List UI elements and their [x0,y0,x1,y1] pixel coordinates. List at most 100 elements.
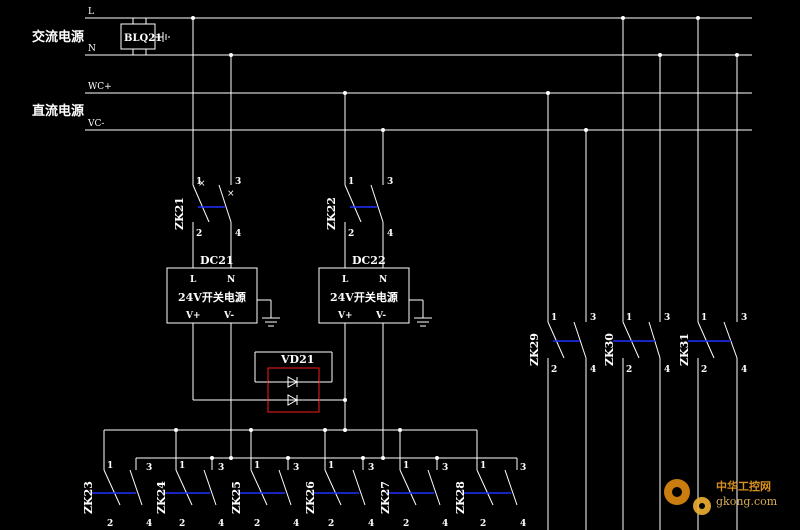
breaker-zk30: 1 3 2 4 ZK30 [603,18,670,530]
svg-text:4: 4 [368,519,374,529]
watermark-url: gkong.com [716,495,778,508]
svg-text:1: 1 [626,313,632,323]
svg-text:2: 2 [328,519,334,529]
svg-text:2: 2 [403,519,409,529]
dc-source-label: 直流电源 [32,103,84,119]
svg-text:2: 2 [348,229,354,239]
svg-text:2: 2 [551,365,557,375]
breaker-zk21-label: ZK21 [173,197,186,230]
power-supply-dc22: DC22 L N 24V开关电源 V+ V- [318,254,432,327]
bus-junctions [191,16,739,132]
svg-text:V+: V+ [337,311,353,321]
bus-VC-minus: VC- [85,119,752,131]
bus-N-label: N [88,44,96,54]
breaker-zk22: 1 3 2 4 ZK22 [325,93,393,268]
breaker-zk28-label: ZK28 [454,481,467,514]
breaker-zk26-label: ZK26 [304,481,317,514]
arrester-label: BLQ21 [124,33,162,44]
svg-text:4: 4 [442,519,448,529]
breaker-zk28: 1 3 2 4 ZK28 [454,430,526,529]
breaker-zk29-label: ZK29 [528,333,541,366]
svg-text:1: 1 [328,461,334,471]
svg-text:3: 3 [664,313,670,323]
ps-dc21-name: 24V开关电源 [178,290,246,304]
bus-VC-plus: WC+ [85,82,752,94]
svg-text:2: 2 [480,519,486,529]
svg-text:1: 1 [196,177,202,187]
breaker-zk24-label: ZK24 [155,481,168,514]
breaker-zk25-label: ZK25 [230,481,243,514]
svg-text:L: L [190,275,197,285]
breaker-zk22-label: ZK22 [325,197,338,230]
bus-VC-minus-label: VC- [87,119,104,129]
svg-text:4: 4 [218,519,224,529]
svg-text:3: 3 [218,463,224,473]
breaker-zk31-label: ZK31 [678,333,691,366]
svg-text:4: 4 [741,365,747,375]
distribution-rails [104,428,517,460]
surge-arrester: BLQ21 [120,18,170,55]
svg-text:1: 1 [179,461,185,471]
svg-text:L: L [342,275,349,285]
svg-text:V-: V- [223,311,234,321]
svg-text:1: 1 [348,177,354,187]
svg-text:3: 3 [387,177,393,187]
svg-text:3: 3 [235,177,241,187]
breaker-zk26: 1 3 2 4 ZK26 [304,430,374,529]
bus-N: N [85,44,752,56]
watermark-cn: 中华工控网 [716,479,771,493]
svg-text:2: 2 [107,519,113,529]
breaker-zk21: × × 1 3 2 4 ZK21 [173,18,241,268]
ps-dc22-name: 24V开关电源 [330,290,398,304]
breaker-zk31: 1 3 2 4 ZK31 [678,18,747,530]
breaker-zk23-label: ZK23 [82,481,95,514]
bus-VC-plus-label: WC+ [88,82,112,92]
svg-text:1: 1 [551,313,557,323]
svg-text:4: 4 [146,519,152,529]
ps-dc21-id: DC21 [200,254,234,267]
svg-text:2: 2 [701,365,707,375]
svg-text:4: 4 [664,365,670,375]
breaker-zk29: 1 3 2 4 ZK29 [528,93,596,530]
svg-text:4: 4 [235,229,241,239]
breaker-zk23: 1 3 2 4 ZK23 [82,430,152,529]
svg-text:3: 3 [741,313,747,323]
svg-text:N: N [379,275,387,285]
dc-output-wiring [192,323,384,458]
svg-text:3: 3 [520,463,526,473]
breaker-zk27-label: ZK27 [379,481,392,514]
svg-text:2: 2 [254,519,260,529]
svg-text:V-: V- [375,311,386,321]
diode-block: VD21 [267,353,320,413]
power-supply-dc21: DC21 L N 24V开关电源 V+ V- [166,254,280,327]
svg-text:2: 2 [626,365,632,375]
svg-text:×: × [227,189,235,199]
bus-L: L [85,7,752,19]
svg-text:V+: V+ [185,311,201,321]
svg-text:3: 3 [293,463,299,473]
svg-text:3: 3 [442,463,448,473]
svg-text:1: 1 [403,461,409,471]
svg-text:3: 3 [146,463,152,473]
svg-text:1: 1 [480,461,486,471]
svg-text:N: N [227,275,235,285]
watermark: 中华工控网 gkong.com [664,479,778,515]
breaker-zk27: 1 3 2 4 ZK27 [379,430,448,529]
svg-text:3: 3 [368,463,374,473]
svg-text:4: 4 [520,519,526,529]
svg-text:1: 1 [254,461,260,471]
svg-text:1: 1 [701,313,707,323]
breaker-zk24: 1 3 2 4 ZK24 [155,430,224,529]
ac-source-label: 交流电源 [32,29,84,45]
svg-text:2: 2 [179,519,185,529]
svg-text:1: 1 [107,461,113,471]
svg-text:4: 4 [293,519,299,529]
svg-text:2: 2 [196,229,202,239]
svg-text:4: 4 [387,229,393,239]
diode-block-label: VD21 [280,353,314,366]
svg-text:×: × [198,179,206,189]
bus-L-label: L [88,7,94,17]
ps-dc22-id: DC22 [352,254,386,267]
svg-text:4: 4 [590,365,596,375]
